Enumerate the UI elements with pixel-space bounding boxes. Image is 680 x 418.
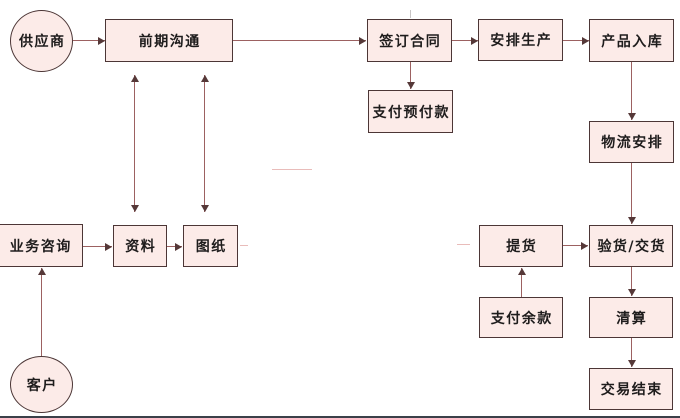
connector-logistics-to-inspect-deliver-arrowhead-down [627,217,636,224]
node-settlement: 清算 [589,297,673,338]
connector-early-communication-to-sign-contract [233,40,366,41]
node-pay-balance: 支付余款 [479,297,563,338]
connector-sign-contract-to-pay-advance-arrowhead-down [406,82,415,89]
node-business-consult: 业务咨询 [0,224,83,267]
connector-settlement-to-transaction-end [631,338,632,367]
node-transaction-end: 交易结束 [589,368,673,410]
node-label-sign-contract: 签订合同 [379,33,442,50]
connector-business-consult-to-materials [83,246,112,247]
connector-early-communication-materials-two-way [134,75,135,212]
node-label-transaction-end: 交易结束 [600,382,663,398]
connector-inspect-deliver-to-settlement [631,267,632,296]
node-label-pay-balance: 支付余款 [490,310,553,327]
connector-customer-to-business-consult [41,268,42,356]
node-supplier: 供应商 [10,10,73,72]
node-label-business-consult: 业务咨询 [9,238,72,255]
connector-supplier-to-early-communication [73,40,105,41]
node-pickup: 提货 [479,225,563,267]
node-label-inspect-deliver: 验货/交货 [597,239,667,255]
connector-supplier-to-early-communication-arrowhead-right [98,36,105,45]
node-label-materials: 资料 [125,239,157,255]
node-materials: 资料 [113,225,167,267]
connector-early-communication-materials-two-way-arrowhead-down [130,205,139,212]
connector-early-communication-drawings-two-way-arrowhead-up [200,75,209,82]
node-inspect-deliver: 验货/交货 [589,225,673,267]
connector-faint-segment-left-of-pickup [457,244,470,245]
connector-bottom-edge-line [0,416,680,418]
connector-early-communication-to-sign-contract-arrowhead-right [359,36,366,45]
connector-faint-segment-right-of-drawings [240,245,248,246]
node-label-logistics: 物流安排 [601,135,664,151]
node-label-customer: 客户 [26,377,58,394]
node-pay-advance: 支付预付款 [368,90,453,133]
node-logistics: 物流安排 [589,121,674,163]
node-product-warehousing: 产品入库 [589,19,674,62]
node-label-settlement: 清算 [616,310,648,327]
connector-settlement-to-transaction-end-arrowhead-down [627,360,636,367]
connector-customer-to-business-consult-arrowhead-up [37,268,46,275]
connector-pay-balance-to-pickup-arrowhead-up [517,268,526,275]
node-label-supplier: 供应商 [19,34,66,50]
connector-logistics-to-inspect-deliver [631,163,632,224]
node-early-communication: 前期沟通 [105,19,233,62]
node-arrange-production: 安排生产 [478,19,563,61]
connector-sign-contract-to-arrange-production-arrowhead-right [471,36,478,45]
node-label-pickup: 提货 [506,239,538,255]
connector-early-communication-drawings-two-way-arrowhead-down [200,205,209,212]
connector-product-warehousing-to-logistics-arrowhead-down [627,113,636,120]
node-label-arrange-production: 安排生产 [490,33,553,49]
connector-arrange-production-to-product-warehousing-arrowhead-right [582,36,589,45]
connector-materials-to-drawings [167,246,182,247]
node-label-product-warehousing: 产品入库 [601,33,664,50]
node-drawings: 图纸 [183,225,238,267]
connector-pay-balance-to-pickup [521,268,522,297]
node-label-drawings: 图纸 [195,239,227,255]
connector-early-communication-drawings-two-way [204,75,205,212]
connector-pickup-to-inspect-deliver-arrowhead-right [581,241,588,250]
node-sign-contract: 签订合同 [367,19,452,62]
node-label-early-communication: 前期沟通 [138,33,201,50]
node-customer: 客户 [10,356,73,413]
connector-inspect-deliver-to-settlement-arrowhead-down [627,289,636,296]
connector-arrange-production-to-product-warehousing [563,40,589,41]
node-label-pay-advance: 支付预付款 [372,104,450,121]
connector-business-consult-to-materials-arrowhead-right [105,242,112,251]
connector-materials-to-drawings-arrowhead-right [175,242,182,251]
connector-sign-contract-to-arrange-production [452,40,478,41]
connector-sign-contract-to-pay-advance [410,62,411,89]
connector-pickup-to-inspect-deliver [563,245,588,246]
connector-product-warehousing-to-logistics [631,62,632,120]
connector-faint-segment-mid [272,169,312,170]
connector-faint-segment-above-sign-contract [410,10,411,18]
connector-early-communication-materials-two-way-arrowhead-up [130,75,139,82]
